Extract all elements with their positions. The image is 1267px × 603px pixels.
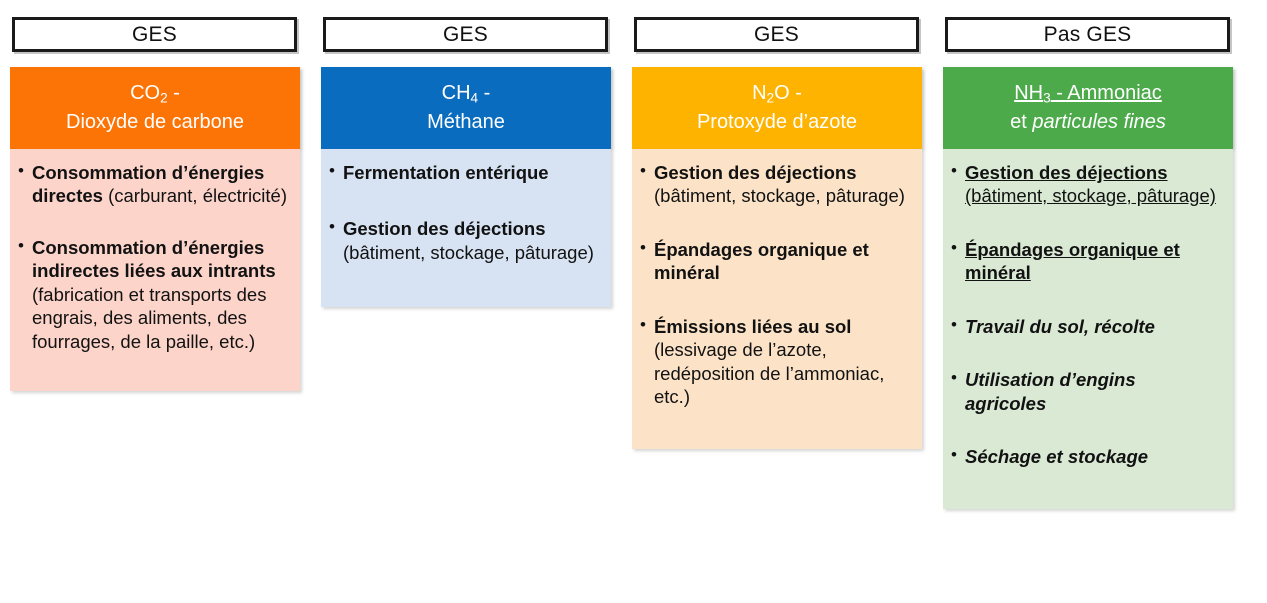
gas-header: CH4 - Méthane — [321, 67, 611, 149]
ges-classification-label: GES — [443, 23, 488, 46]
gas-name-line: et particules fines — [1010, 111, 1166, 134]
emission-sources-list: Gestion des déjections (bâtiment, stocka… — [640, 160, 910, 409]
ges-classification-box: GES — [323, 17, 608, 52]
emission-source-item: Gestion des déjections (bâtiment, stocka… — [329, 216, 599, 264]
ges-classification-label: Pas GES — [1043, 23, 1132, 46]
emission-sources-list: Consommation d’énergies directes (carbur… — [18, 160, 288, 353]
emission-sources-panel: Gestion des déjections (bâtiment, stocka… — [632, 149, 922, 449]
emission-source-item: Séchage et stockage — [951, 444, 1221, 468]
gas-column-ch4: GES CH4 - MéthaneFermentation entériqueGes… — [321, 14, 611, 308]
emission-source-text: Épandages organique et minéral — [654, 238, 869, 284]
ges-classification-box: GES — [12, 17, 297, 52]
gas-formula-line: CO2 - — [130, 81, 180, 106]
gas-formula-line: N2O - — [752, 81, 802, 106]
emission-source-text: (carburant, électricité) — [108, 185, 288, 207]
gas-column-nh3: Pas GES NH3 - Ammoniac et particules fines… — [943, 14, 1233, 509]
emission-source-text: Émissions liées au sol — [654, 315, 852, 337]
emission-source-text: Gestion des déjections — [965, 162, 1168, 183]
emission-source-item: Consommation d’énergies directes (carbur… — [18, 160, 288, 208]
emission-source-text: Travail du sol, récolte — [965, 315, 1155, 337]
gas-name-line: Dioxyde de carbone — [66, 111, 244, 134]
gas-column-co2: GES CO2 - Dioxyde de carboneConsommation d… — [10, 14, 300, 392]
emission-source-item: Utilisation d’engins agricoles — [951, 367, 1221, 415]
emission-source-text: (bâtiment, stockage, pâturage) — [654, 185, 905, 207]
gas-header: N2O - Protoxyde d’azote — [632, 67, 922, 149]
ges-classification-box: Pas GES — [945, 17, 1230, 52]
gas-formula-line: NH3 - Ammoniac — [1014, 81, 1162, 106]
ges-classification-label: GES — [754, 23, 799, 46]
emission-source-item: Gestion des déjections (bâtiment, stocka… — [640, 160, 910, 208]
emission-source-text: Gestion des déjections — [654, 162, 857, 183]
emission-source-text: (bâtiment, stockage, pâturage) — [343, 241, 594, 263]
emission-source-item: Fermentation entérique — [329, 160, 599, 184]
emission-source-text: Consommation d’énergies indirectes liées… — [32, 236, 276, 282]
emission-source-item: Épandages organique et minéral — [640, 237, 910, 285]
emission-source-text: Gestion des déjections — [343, 218, 546, 240]
gas-header: CO2 - Dioxyde de carbone — [10, 67, 300, 149]
emission-source-item: Gestion des déjections (bâtiment, stocka… — [951, 160, 1221, 208]
emission-source-text: (fabrication et transports des engrais, … — [32, 283, 267, 352]
emission-sources-panel: Consommation d’énergies directes (carbur… — [10, 149, 300, 392]
emission-source-text: (bâtiment, stockage, pâturage) — [965, 185, 1216, 207]
emission-source-text: Épandages organique et minéral — [965, 238, 1180, 284]
emission-sources-list: Gestion des déjections (bâtiment, stocka… — [951, 160, 1221, 469]
ges-classification-box: GES — [634, 17, 919, 52]
emission-sources-panel: Fermentation entériqueGestion des déject… — [321, 149, 611, 308]
gas-name-line: Méthane — [427, 111, 505, 134]
emission-sources-list: Fermentation entériqueGestion des déject… — [329, 160, 599, 264]
gas-header: NH3 - Ammoniac et particules fines — [943, 67, 1233, 149]
ges-classification-label: GES — [132, 23, 177, 46]
emission-source-item: Épandages organique et minéral — [951, 237, 1221, 285]
emission-source-item: Travail du sol, récolte — [951, 314, 1221, 338]
gas-name-line: Protoxyde d’azote — [696, 111, 858, 134]
emission-source-text: Fermentation entérique — [343, 162, 549, 183]
emission-source-item: Émissions liées au sol (lessivage de l’a… — [640, 314, 910, 409]
emission-source-item: Consommation d’énergies indirectes liées… — [18, 235, 288, 353]
emission-sources-panel: Gestion des déjections (bâtiment, stocka… — [943, 149, 1233, 509]
gas-column-n2o: GES N2O - Protoxyde d’azoteGestion des déj… — [632, 14, 922, 449]
emission-source-text: Utilisation d’engins agricoles — [965, 369, 1136, 414]
emission-source-text: Consommation d’énergies directes — [32, 162, 265, 207]
emission-source-text: Séchage et stockage — [965, 446, 1149, 468]
emission-source-text: (lessivage de l’azote, redéposition de l… — [654, 339, 885, 408]
gas-formula-line: CH4 - — [441, 81, 491, 106]
